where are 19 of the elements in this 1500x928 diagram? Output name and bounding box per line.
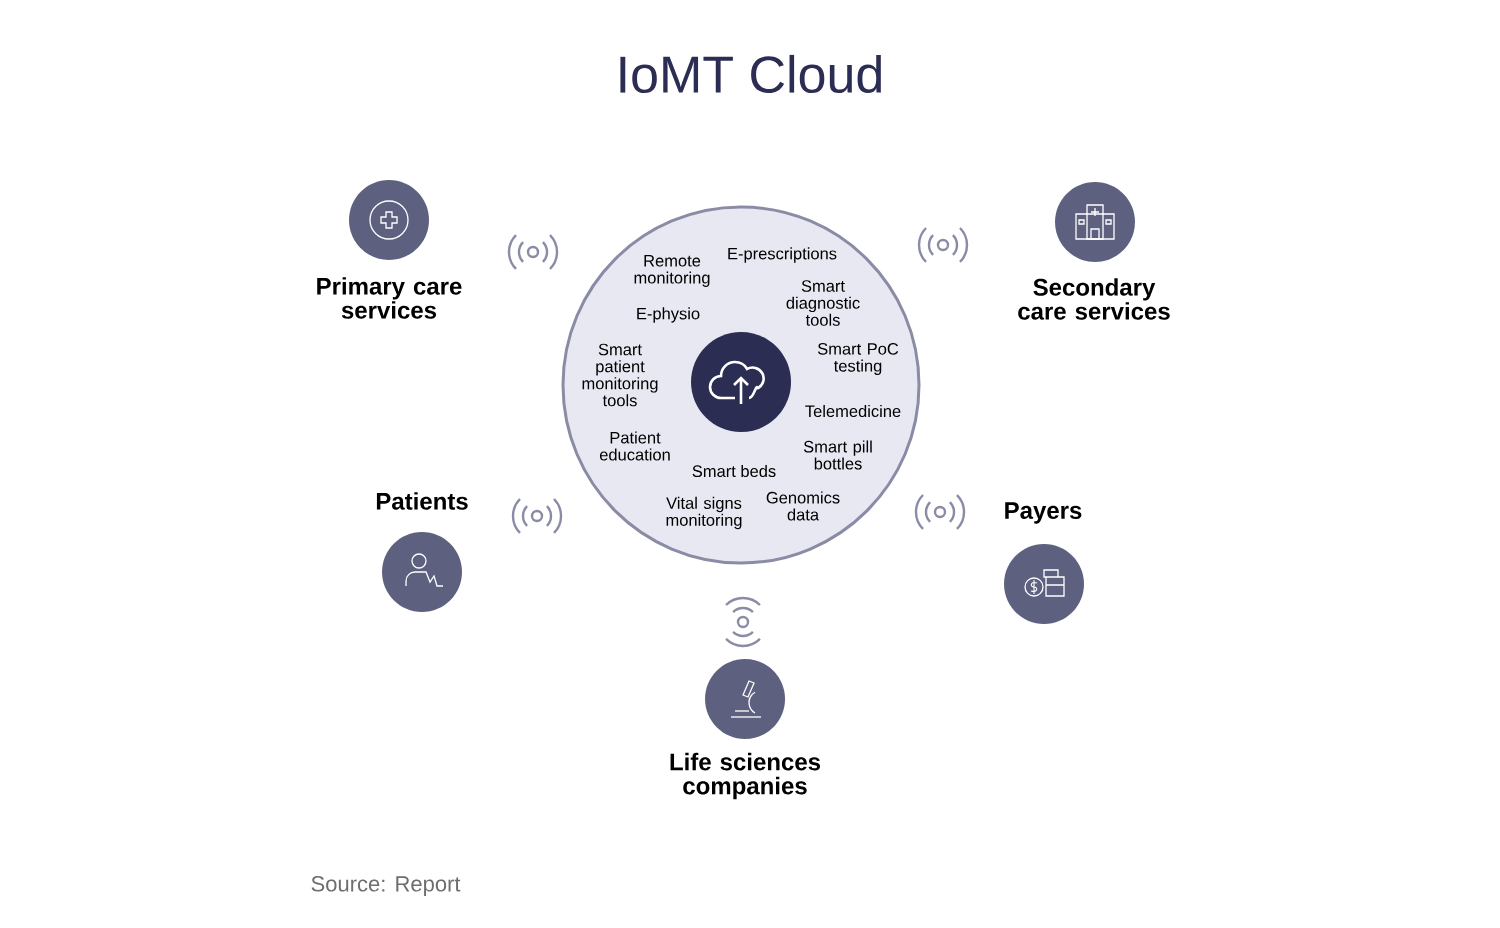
node-heading: Secondary care services [1018,278,1170,320]
service-label: Smart PoC testing [817,343,899,375]
service-label: Smart beds [692,464,776,478]
service-label: E-physio [637,307,700,323]
service-label: Smart diagnostic tools [786,280,860,326]
node-heading: Primary care services [317,277,462,319]
service-label: Telemedicine [805,404,901,418]
node-heading: Patients [376,492,468,510]
service-label: Vital signs monitoring [666,496,742,530]
service-label: E-prescriptions [728,247,837,263]
title: IoMT Cloud [620,54,881,94]
service-label: Patient education [599,431,670,461]
service-label: Smart pill bottles [803,440,872,470]
node-heading: Life sciences companies [670,752,821,800]
service-label: Genomics data [766,491,840,521]
node-heading: Payers [1005,502,1082,524]
service-label: Smart patient monitoring tools [582,343,658,407]
source-note: Source: Report [311,876,461,896]
service-label: Remote monitoring [634,255,710,287]
